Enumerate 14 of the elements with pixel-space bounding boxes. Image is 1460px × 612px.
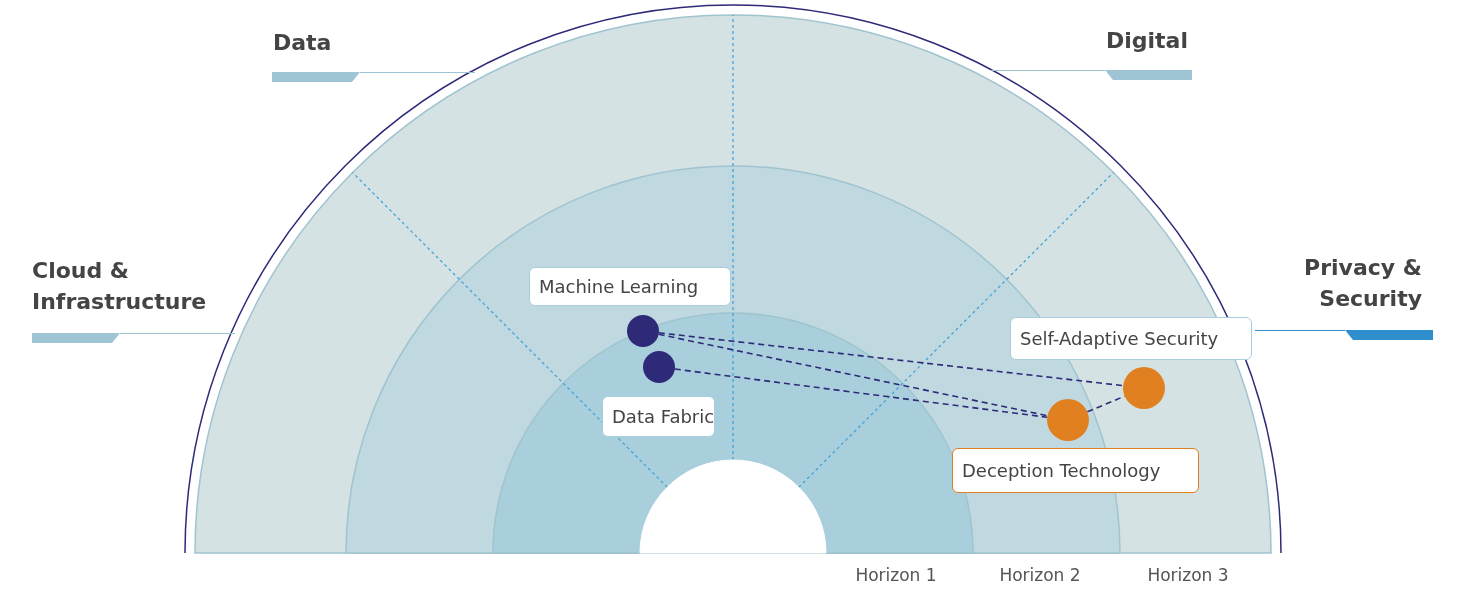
sector-heading: Digital [1105, 27, 1188, 55]
technology-label: Data Fabric [602, 396, 715, 437]
dashed-connector [658, 332, 1124, 387]
horizon-label: Horizon 2 [999, 565, 1081, 585]
technology-label: Self-Adaptive Security [1010, 317, 1252, 360]
technology-label: Deception Technology [952, 448, 1199, 493]
sector-heading: Data [273, 29, 333, 57]
sector-heading: Cloud & Infrastructure [32, 257, 208, 316]
technology-label: Machine Learning [529, 267, 731, 306]
dashed-connector [657, 333, 1049, 417]
horizon-label: Horizon 1 [855, 565, 937, 585]
sector-heading: Privacy & Security [1303, 254, 1422, 313]
dashed-connector [674, 368, 1048, 419]
horizon-label: Horizon 3 [1147, 565, 1229, 585]
